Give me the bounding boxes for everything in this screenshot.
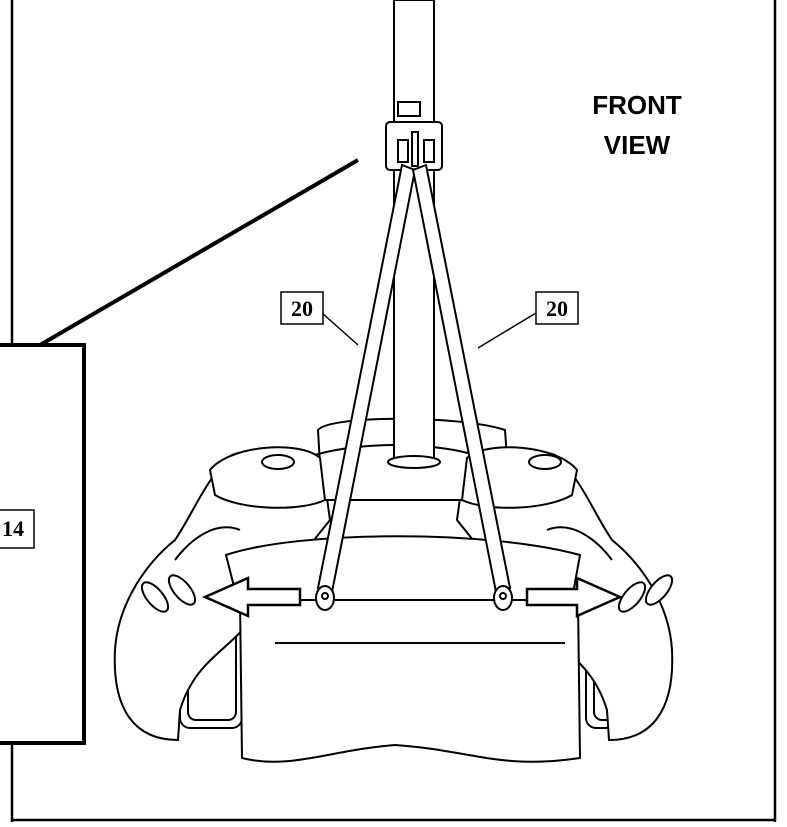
- arrow-left: [201, 576, 302, 618]
- arrow-right: [525, 576, 624, 618]
- clamp: [385, 121, 443, 171]
- callout-left-label: 20: [291, 296, 313, 321]
- detail-inset: 14: [0, 343, 86, 745]
- base-front: [238, 599, 582, 763]
- leader-lines: [38, 158, 537, 349]
- view-title-line2: VIEW: [604, 130, 671, 160]
- support-brace-left: [315, 163, 417, 611]
- view-title: FRONT VIEW: [592, 90, 682, 160]
- callout-right-label: 20: [546, 296, 568, 321]
- base-pads: [208, 446, 579, 509]
- callout-left: 20: [280, 291, 324, 325]
- view-title-line1: FRONT: [592, 90, 682, 120]
- support-brace-right: [411, 163, 513, 611]
- callout-detail-label: 14: [2, 516, 24, 541]
- callout-right: 20: [535, 291, 579, 325]
